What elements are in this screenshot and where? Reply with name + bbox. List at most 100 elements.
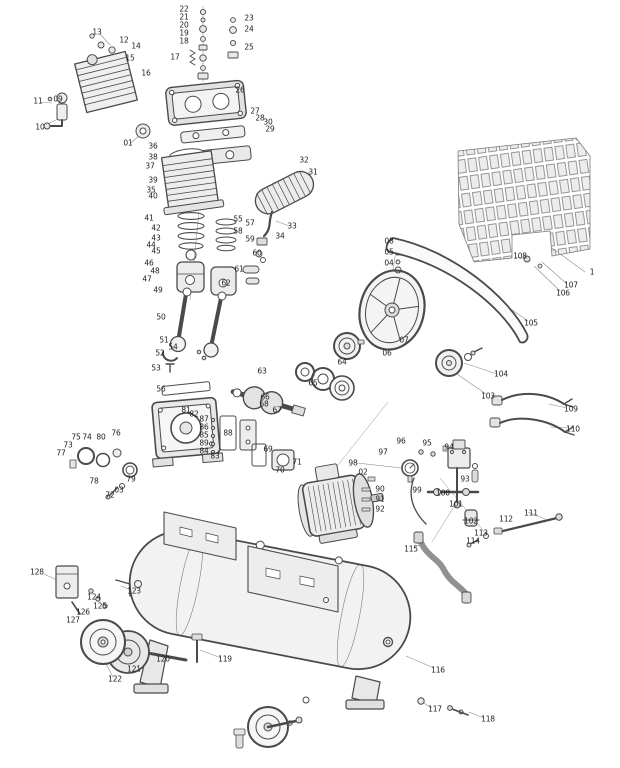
part-callout-15: 15 [125, 53, 135, 63]
part-callout-06: 06 [382, 348, 392, 358]
pressure-switch-assembly [401, 439, 480, 527]
pistons [176, 261, 237, 296]
cylinder-barrel [160, 148, 225, 216]
power-cables [489, 392, 575, 436]
crankshaft [230, 386, 306, 417]
part-callout-92: 92 [375, 504, 385, 514]
part-callout-59: 59 [245, 234, 255, 244]
part-callout-10: 10 [35, 122, 45, 132]
part-callout-41: 41 [144, 213, 154, 223]
dipstick [165, 363, 175, 373]
part-callout-101: 101 [449, 499, 463, 509]
part-callout-56: 56 [156, 384, 166, 394]
part-callout-105: 105 [524, 318, 538, 328]
part-callout-34: 34 [275, 231, 285, 241]
part-callout-03: 03 [114, 485, 124, 495]
part-callout-93: 93 [460, 474, 470, 484]
part-callout-55: 55 [233, 214, 243, 224]
crankcase [151, 396, 224, 468]
connecting-rods [161, 287, 227, 362]
part-callout-49: 49 [153, 285, 163, 295]
piston-rings-left [177, 212, 205, 261]
part-callout-97: 97 [378, 447, 388, 457]
part-callout-47: 47 [142, 274, 152, 284]
part-callout-72: 72 [105, 490, 115, 500]
part-callout-84: 84 [199, 446, 209, 456]
part-callout-96: 96 [396, 436, 406, 446]
part-callout-119: 119 [218, 654, 232, 664]
part-callout-18: 18 [179, 36, 189, 46]
oil-seals-sight-glass [69, 447, 138, 500]
piston-rings-right [215, 218, 237, 252]
part-callout-31: 31 [308, 167, 318, 177]
part-callout-94: 94 [444, 442, 454, 452]
aftercooler [254, 170, 315, 216]
part-callout-66: 66 [260, 392, 270, 402]
part-callout-70: 70 [275, 465, 285, 475]
motor-pulley [333, 332, 365, 360]
part-callout-65: 65 [308, 378, 318, 388]
part-callout-08: 08 [384, 236, 394, 246]
head-caps [89, 33, 116, 54]
part-callout-79: 79 [126, 474, 136, 484]
part-callout-102: 102 [464, 516, 478, 526]
part-callout-58: 58 [233, 226, 243, 236]
part-callout-98: 98 [348, 458, 358, 468]
part-callout-77: 77 [56, 448, 66, 458]
part-callout-99: 99 [412, 485, 422, 495]
part-callout-68: 68 [259, 399, 269, 409]
wheel-right [247, 706, 303, 748]
part-callout-76: 76 [111, 428, 121, 438]
part-callout-88: 88 [223, 428, 233, 438]
bearings-and-seal [295, 362, 355, 401]
part-callout-21: 21 [179, 12, 189, 22]
part-callout-111: 111 [524, 508, 538, 518]
part-callout-115: 115 [404, 544, 418, 554]
intake-filter [43, 92, 68, 130]
part-callout-81: 81 [181, 405, 191, 415]
part-callout-69: 69 [263, 444, 273, 454]
part-callout-100: 100 [436, 488, 450, 498]
part-callout-36: 36 [148, 141, 158, 151]
mounting-platforms [163, 511, 339, 613]
tank-legs [133, 639, 385, 710]
part-callout-83: 83 [210, 451, 220, 461]
part-callout-112: 112 [499, 514, 513, 524]
part-callout-24: 24 [244, 24, 254, 34]
part-callout-104: 104 [494, 369, 508, 379]
part-callout-09: 09 [53, 94, 63, 104]
part-callout-01: 01 [123, 138, 133, 148]
part-callout-80: 80 [96, 432, 106, 442]
part-callout-11: 11 [33, 96, 43, 106]
part-callout-04: 04 [384, 258, 394, 268]
part-callout-90: 90 [375, 484, 385, 494]
part-callout-116: 116 [431, 665, 445, 675]
part-callout-27: 27 [250, 106, 260, 116]
long-bolt [466, 513, 563, 548]
part-callout-54: 54 [168, 342, 178, 352]
part-callout-33: 33 [287, 221, 297, 231]
part-callout-20: 20 [179, 20, 189, 30]
part-callout-108: 108 [513, 251, 527, 261]
part-callout-75: 75 [71, 432, 81, 442]
part-callout-52: 52 [155, 348, 165, 358]
part-callout-23: 23 [244, 13, 254, 23]
part-callout-123: 123 [127, 586, 141, 596]
side-cover [251, 443, 295, 471]
part-callout-78: 78 [89, 476, 99, 486]
part-callout-26: 26 [235, 85, 245, 95]
part-callout-113: 113 [474, 528, 488, 538]
drive-belt [385, 237, 529, 344]
part-callout-85: 85 [199, 430, 209, 440]
part-callout-91: 91 [375, 494, 385, 504]
part-callout-128: 128 [30, 567, 44, 577]
part-callout-57: 57 [245, 218, 255, 228]
part-callout-30: 30 [263, 117, 273, 127]
part-callout-114: 114 [466, 536, 480, 546]
part-callout-48: 48 [150, 266, 160, 276]
part-callout-71: 71 [292, 457, 302, 467]
part-callout-125: 125 [93, 601, 107, 611]
part-callout-37: 37 [145, 161, 155, 171]
drain-port [302, 696, 310, 704]
part-callout-39: 39 [148, 175, 158, 185]
